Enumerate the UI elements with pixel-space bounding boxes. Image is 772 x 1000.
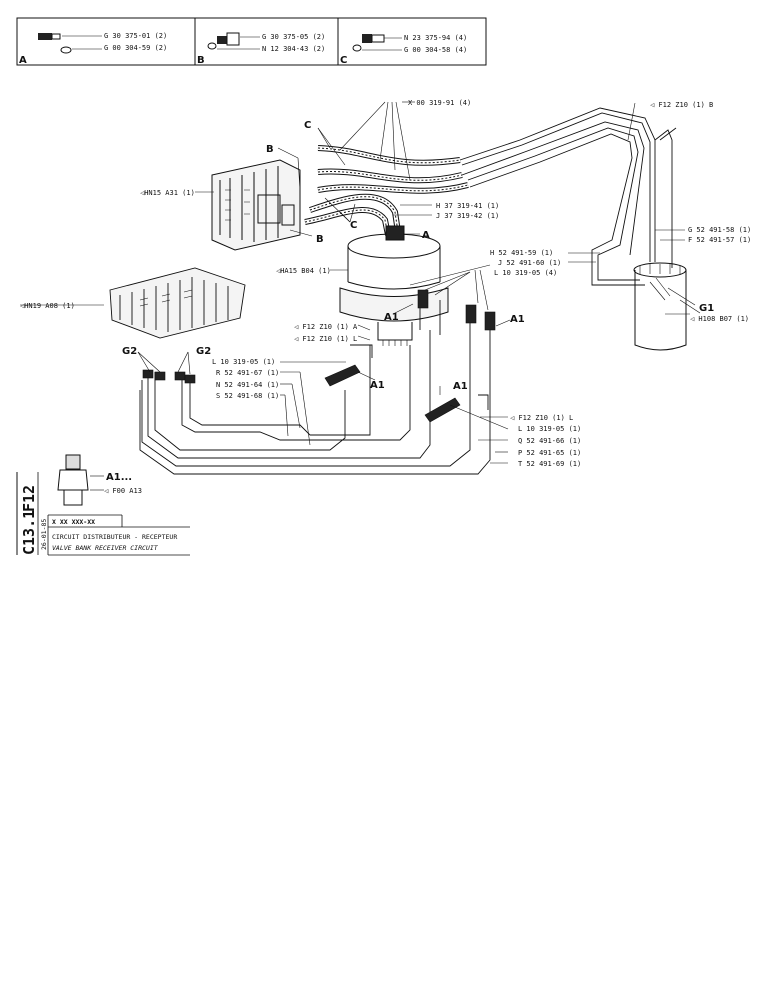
valve-bank bbox=[211, 159, 301, 251]
marker-a1-lower: A1 bbox=[453, 381, 468, 392]
title-ref: X XX XXX-XX bbox=[52, 518, 95, 526]
callout-l10-1: L 10 319-05 (1) bbox=[212, 358, 275, 366]
callout-n52: N 52 491-64 (1) bbox=[216, 381, 279, 389]
legend-letter-c: C bbox=[340, 55, 347, 66]
callout-g52: G 52 491-58 (1) bbox=[688, 226, 751, 234]
legend-box-c: C N 23 375-94 (4) G 00 304-58 (4) bbox=[337, 17, 487, 66]
legend-b-line-1: G 30 375-05 (2) bbox=[262, 33, 325, 41]
fitting-icon bbox=[207, 32, 240, 50]
marker-c-bottom: C bbox=[350, 220, 357, 231]
callout-f12-l: ◁ F12 Z10 (1) L bbox=[293, 335, 357, 343]
callout-l10-4: L 10 319-05 (4) bbox=[494, 269, 557, 277]
callout-f12-l2: ◁ F12 Z10 (1) L bbox=[509, 414, 573, 422]
receiver-h108 bbox=[633, 262, 687, 351]
legend-letter-b: B bbox=[197, 55, 205, 66]
title-fr: CIRCUIT DISTRIBUTEUR - RECEPTEUR bbox=[52, 533, 177, 541]
sheet-date: 26-01-85 bbox=[40, 519, 48, 550]
marker-g2-right: G2 bbox=[196, 346, 211, 357]
marker-a1-motor: A1 bbox=[384, 312, 399, 323]
callout-f12-b: ◁ F12 Z10 (1) B bbox=[649, 101, 713, 109]
marker-a1-right: A1 bbox=[510, 314, 525, 325]
callout-f00: ◁ F00 A13 bbox=[103, 487, 142, 495]
marker-c-top: C bbox=[304, 120, 311, 131]
leader-lines bbox=[20, 101, 701, 464]
legend-letter-a: A bbox=[19, 55, 27, 66]
callout-h52: H 52 491-59 (1) bbox=[490, 249, 553, 257]
legend-c-line-2: G 00 304-58 (4) bbox=[404, 46, 467, 54]
callout-q52: Q 52 491-66 (1) bbox=[518, 437, 581, 445]
callout-l10-1b: L 10 319-05 (1) bbox=[518, 425, 581, 433]
braided-hoses bbox=[304, 145, 469, 236]
rigid-pipes-right bbox=[459, 107, 677, 286]
fitting-icon bbox=[352, 34, 385, 52]
legend-box-b: B G 30 375-05 (2) N 12 304-43 (2) bbox=[194, 17, 339, 66]
callout-hn15: ◁HN15 A31 (1) bbox=[139, 189, 195, 197]
sheet-code-c13: C13.1 bbox=[20, 510, 38, 555]
marker-g1: G1 bbox=[699, 303, 714, 314]
part-f00 bbox=[57, 454, 104, 506]
callout-j52: J 52 491-60 (1) bbox=[498, 259, 561, 267]
legend-a-line-1: G 30 375-01 (2) bbox=[104, 32, 167, 40]
valve-bank-secondary bbox=[109, 267, 246, 339]
callout-a1-dots: A1... bbox=[106, 472, 132, 483]
marker-b-bottom: B bbox=[316, 234, 324, 245]
marker-g2-left: G2 bbox=[122, 346, 137, 357]
check-valve bbox=[324, 289, 496, 423]
valve-fittings-g2 bbox=[142, 369, 196, 384]
callout-h37: H 37 319-41 (1) bbox=[436, 202, 499, 210]
legend-c-line-1: N 23 375-94 (4) bbox=[404, 34, 467, 42]
legend-a-line-2: G 00 304-59 (2) bbox=[104, 44, 167, 52]
marker-b-top: B bbox=[266, 144, 274, 155]
marker-a-motor: A bbox=[422, 230, 430, 241]
callout-f12-a: ◁ F12 Z10 (1) A bbox=[293, 323, 358, 331]
title-en: VALVE BANK RECEIVER CIRCUIT bbox=[52, 544, 159, 552]
rotary-motor-ha15 bbox=[339, 225, 449, 346]
title-block: F12 C13.1 26-01-85 X XX XXX-XX CIRCUIT D… bbox=[16, 472, 190, 556]
legend-box-a: A G 30 375-01 (2) G 00 304-59 (2) bbox=[16, 17, 196, 66]
callout-s52: S 52 491-68 (1) bbox=[216, 392, 279, 400]
callout-j37: J 37 319-42 (1) bbox=[436, 212, 499, 220]
callout-f52: F 52 491-57 (1) bbox=[688, 236, 751, 244]
sheet-code-f12: F12 bbox=[20, 485, 38, 512]
rigid-pipes-lower bbox=[139, 300, 491, 475]
callout-hn19: ◁HN19 A08 (1) bbox=[19, 302, 75, 310]
fitting-icon bbox=[38, 33, 72, 54]
callout-hose-x: X 00 319-91 (4) bbox=[408, 99, 471, 107]
callout-ha15: ◁HA15 B04 (1) bbox=[275, 267, 331, 275]
callout-h108: ◁ H108 B07 (1) bbox=[689, 315, 749, 323]
legend-b-line-2: N 12 304-43 (2) bbox=[262, 45, 325, 53]
callout-p52: P 52 491-65 (1) bbox=[518, 449, 581, 457]
callout-t52: T 52 491-69 (1) bbox=[518, 460, 581, 468]
marker-a1-mid: A1 bbox=[370, 380, 385, 391]
callout-r52: R 52 491-67 (1) bbox=[216, 369, 279, 377]
